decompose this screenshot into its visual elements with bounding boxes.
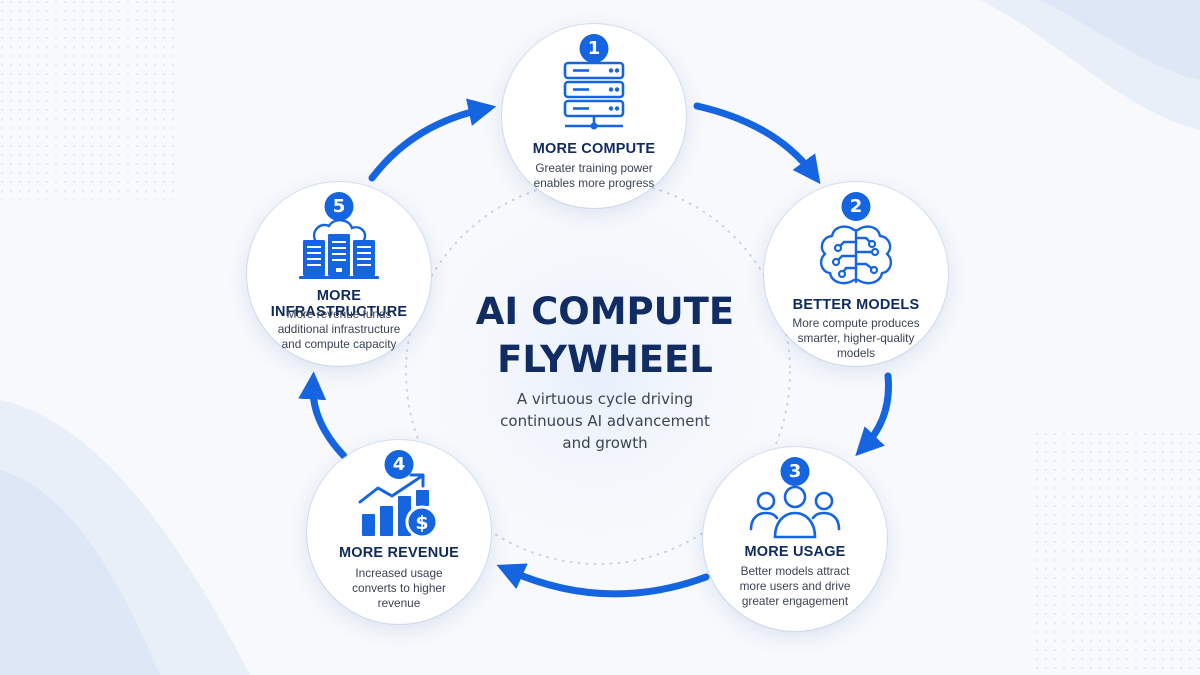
step-5-description: More revenue funds additional infrastruc… [277, 307, 401, 351]
step-5-title: MORE INFRASTRUCTURE [270, 288, 408, 320]
flywheel-subtitle-line-1: A virtuous cycle driving [516, 390, 694, 408]
step-5-badge: 5 [324, 192, 354, 221]
arrow-1-to-2 [693, 102, 821, 185]
flywheel-title-line-1: AI COMPUTE [475, 290, 735, 333]
flywheel-title: AI COMPUTE FLYWHEEL [440, 288, 770, 384]
step-3-title: MORE USAGE [744, 544, 846, 560]
step-3-description: Better models attract more users and dri… [739, 564, 851, 608]
step-2-badge: 2 [841, 192, 871, 221]
step-2-node: 2 BETTER MODELS More compute produces sm… [764, 182, 948, 366]
step-2-description: More compute produces smarter, higher-qu… [792, 316, 920, 360]
step-2-title: BETTER MODELS [792, 297, 920, 313]
brain-circuit-icon [819, 225, 893, 285]
svg-text:$: $ [415, 512, 428, 534]
step-1-description: Greater training power enables more prog… [533, 161, 655, 190]
server-stack-icon [563, 61, 625, 130]
step-3-node: 3 MORE USAGE Better models attract more … [703, 447, 887, 631]
arrow-4-to-5 [298, 371, 348, 460]
step-1-title: MORE COMPUTE [532, 141, 656, 157]
step-5-node: 5 MORE INFRASTRUCTURE More revenue funds… [247, 182, 431, 366]
flywheel-title-line-2: FLYWHEEL [497, 338, 713, 381]
step-3-badge: 3 [780, 457, 810, 486]
step-1-badge: 1 [579, 34, 609, 63]
flywheel-subtitle-line-3: and growth [562, 434, 648, 452]
step-1-node: 1 MORE COMPUTE Greater training power en… [502, 24, 686, 208]
arrow-3-to-4 [496, 563, 710, 598]
revenue-chart-icon: $ [358, 473, 439, 539]
step-4-node: 4 $ MORE REVENUE Increased usage convert… [307, 440, 491, 624]
step-4-description: Increased usage converts to higher reven… [352, 566, 446, 610]
flywheel-subtitle: A virtuous cycle driving continuous AI a… [470, 388, 740, 454]
cloud-datacenter-icon [299, 219, 379, 279]
arrow-2-to-3 [855, 372, 892, 457]
arrow-5-to-1 [368, 98, 497, 182]
flywheel-subtitle-line-2: continuous AI advancement [500, 412, 710, 430]
step-4-badge: 4 [384, 450, 414, 479]
users-icon [749, 485, 841, 539]
step-4-title: MORE REVENUE [338, 545, 460, 561]
